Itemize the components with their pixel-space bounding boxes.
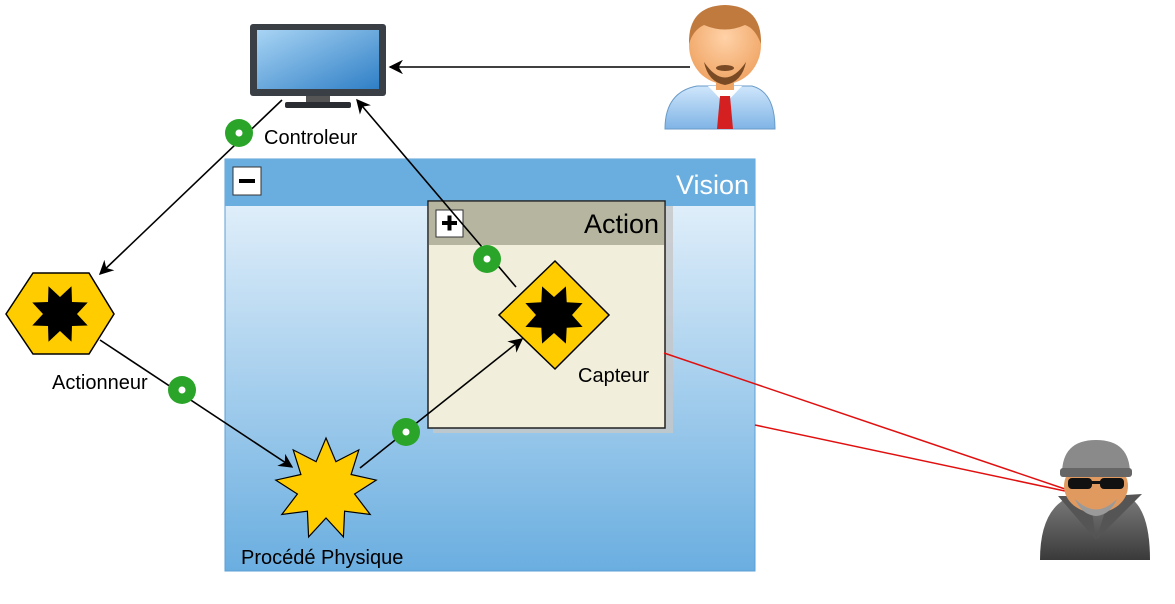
controleur-label: Controleur [264, 127, 358, 149]
man-avatar-icon [664, 5, 776, 130]
connector-dot[interactable] [225, 119, 253, 147]
vision-collapse-button[interactable] [232, 166, 262, 196]
action-group-title: Action [584, 209, 659, 239]
node-actionneur[interactable]: Actionneur [5, 272, 148, 394]
node-controleur[interactable]: Controleur [250, 24, 386, 149]
action-expand-button[interactable] [435, 209, 464, 238]
vision-group-header [225, 159, 755, 206]
action-group-header [429, 202, 664, 245]
edge-procede-to-capteur[interactable] [359, 338, 524, 469]
monitor-icon [250, 24, 386, 108]
starburst-icon [274, 436, 378, 539]
edge-actionneur-to-procede[interactable] [99, 339, 294, 468]
connector-dot[interactable] [168, 376, 196, 404]
spy-avatar-icon [1040, 440, 1150, 560]
hexagon-burst-icon [5, 272, 115, 355]
attacker-avatar[interactable] [1040, 440, 1150, 560]
node-procede[interactable]: Procédé Physique [241, 436, 403, 569]
connectors [168, 119, 501, 446]
connector-dot[interactable] [473, 245, 501, 273]
attack-line-capteur [663, 352, 1066, 490]
node-capteur[interactable]: Capteur [497, 259, 649, 387]
capteur-label: Capteur [578, 365, 649, 387]
actionneur-label: Actionneur [52, 372, 148, 394]
procede-label: Procédé Physique [241, 547, 403, 569]
diamond-burst-icon [497, 259, 611, 371]
attack-lines [663, 352, 1066, 492]
connector-dot[interactable] [392, 418, 420, 446]
attack-line-vision [754, 424, 1066, 492]
vision-group-title: Vision [676, 170, 749, 200]
operator-avatar[interactable] [664, 5, 776, 130]
